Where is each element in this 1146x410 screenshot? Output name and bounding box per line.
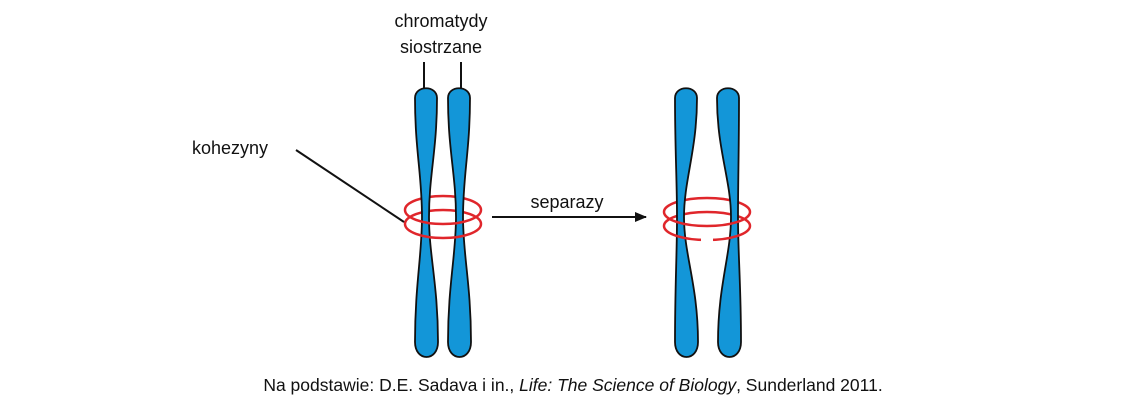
cohesins-pointer: [295, 149, 405, 223]
separated-chromosome: [662, 87, 752, 358]
caption-suffix: , Sunderland 2011.: [736, 375, 883, 395]
label-separase: separazy: [530, 192, 603, 212]
separated-chromatid-right: [716, 87, 742, 358]
label-cohesins: kohezyny: [192, 138, 268, 158]
label-sister-chromatids-line1: chromatydy: [394, 11, 487, 31]
cohesin-ring-front: [403, 209, 483, 240]
cohesin-cut-gap: [701, 228, 713, 244]
source-caption: Na podstawie: D.E. Sadava i in., Life: T…: [0, 375, 1146, 396]
cut-cohesin-ring-back: [662, 196, 752, 227]
label-sister-chromatids-line2: siostrzane: [400, 37, 482, 57]
caption-prefix: Na podstawie: D.E. Sadava i in.,: [263, 375, 520, 395]
cohesin-ring-back: [403, 194, 483, 225]
separated-chromatid-left: [674, 87, 699, 358]
joined-chromosome: [403, 87, 483, 358]
caption-book-title: Life: The Science of Biology: [519, 375, 737, 395]
